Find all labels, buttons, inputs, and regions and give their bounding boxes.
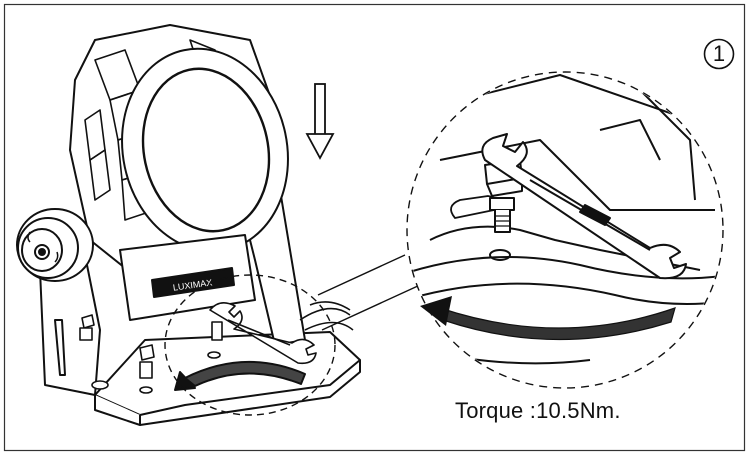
diagram-border [3, 3, 746, 452]
detail-source-circle [164, 274, 336, 416]
small-tightening-arrow [184, 361, 306, 387]
wrench-icon [209, 302, 317, 365]
torque-label: Torque :10.5Nm. [455, 398, 621, 423]
step-number-badge: 1 [703, 38, 735, 70]
brand-logo: LUXIMAX [151, 267, 235, 298]
cables [299, 301, 354, 331]
tightening-arrow-icon [420, 296, 676, 341]
base-bolts [79, 314, 221, 394]
luminaire-drawing: LUXIMAX [16, 24, 361, 426]
connector-lines [317, 254, 421, 331]
magnifier-circle-icon [406, 71, 724, 389]
lamp-lens [141, 67, 271, 233]
down-arrow-icon [305, 83, 335, 160]
step-circle-icon [703, 38, 735, 70]
tilt-knob [16, 208, 94, 282]
step-number: 1 [712, 41, 726, 66]
